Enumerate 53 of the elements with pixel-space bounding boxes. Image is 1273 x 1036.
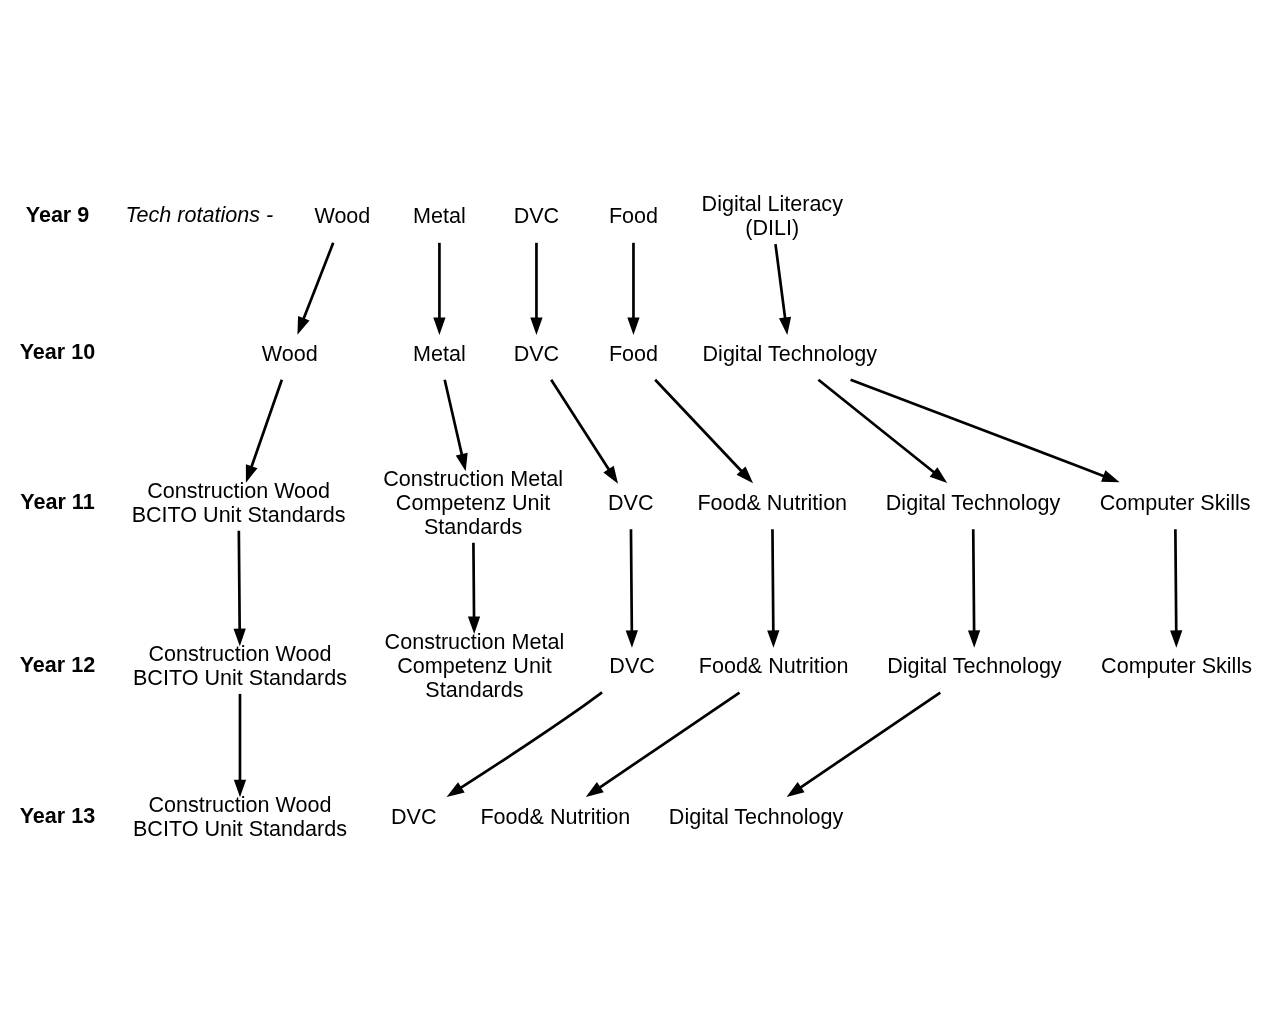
node-text: Metal xyxy=(413,202,466,228)
node-text: Digital Technology xyxy=(887,652,1062,678)
label: Year 13 xyxy=(19,802,96,828)
arrow xyxy=(817,378,948,483)
label: Tech rotations - xyxy=(125,201,274,227)
node-text: Digital Technology xyxy=(885,489,1061,515)
label: Year 11 xyxy=(20,488,95,514)
node-text: DVC xyxy=(609,652,655,678)
arrow xyxy=(967,528,981,648)
arrow xyxy=(245,378,284,483)
node-text: Wood xyxy=(261,340,318,366)
arrow xyxy=(585,690,741,797)
node-text: Construction Metal Competenz Unit Standards xyxy=(383,465,563,539)
node-text: Food& Nutrition xyxy=(480,803,631,829)
node-text: Computer Skills xyxy=(1099,489,1251,515)
arrow xyxy=(233,693,247,797)
node-text: DVC xyxy=(513,202,560,228)
node-text: Computer Skills xyxy=(1101,652,1252,678)
node-text: Food xyxy=(608,340,659,366)
node-text: Food xyxy=(608,202,659,228)
arrow xyxy=(774,243,792,335)
arrow xyxy=(654,378,754,483)
label: Year 10 xyxy=(19,338,96,364)
node-text: DVC xyxy=(391,803,437,829)
arrow xyxy=(446,690,603,797)
arrow xyxy=(467,542,481,634)
node-text: Metal xyxy=(413,340,466,366)
node-text: Construction Metal Competenz Unit Standards xyxy=(384,628,565,702)
arrow xyxy=(1170,528,1183,648)
node-text: Digital Technology xyxy=(702,340,878,366)
node-text: Wood xyxy=(314,202,371,228)
node-text: DVC xyxy=(513,340,560,366)
arrow xyxy=(767,528,780,648)
arrow xyxy=(433,242,446,335)
label: Year 9 xyxy=(25,201,90,227)
arrow xyxy=(786,690,942,797)
arrow xyxy=(297,241,335,335)
arrow xyxy=(443,378,468,471)
node-text: Construction Wood BCITO Unit Standards xyxy=(133,640,347,690)
arrow xyxy=(627,242,640,335)
node-text: Digital Literacy (DILI) xyxy=(701,190,843,240)
node-text: Digital Technology xyxy=(668,803,844,829)
label: Year 12 xyxy=(19,651,96,677)
node-text: Food& Nutrition xyxy=(698,652,849,678)
arrow xyxy=(625,528,638,648)
node-text: Construction Wood BCITO Unit Standards xyxy=(133,791,347,841)
node-text: Construction Wood BCITO Unit Standards xyxy=(131,477,346,527)
arrow xyxy=(233,530,246,646)
arrow xyxy=(530,242,543,335)
arrow xyxy=(850,378,1120,482)
node-text: Food& Nutrition xyxy=(697,489,848,515)
node-text: DVC xyxy=(608,489,654,515)
arrow xyxy=(550,378,619,484)
